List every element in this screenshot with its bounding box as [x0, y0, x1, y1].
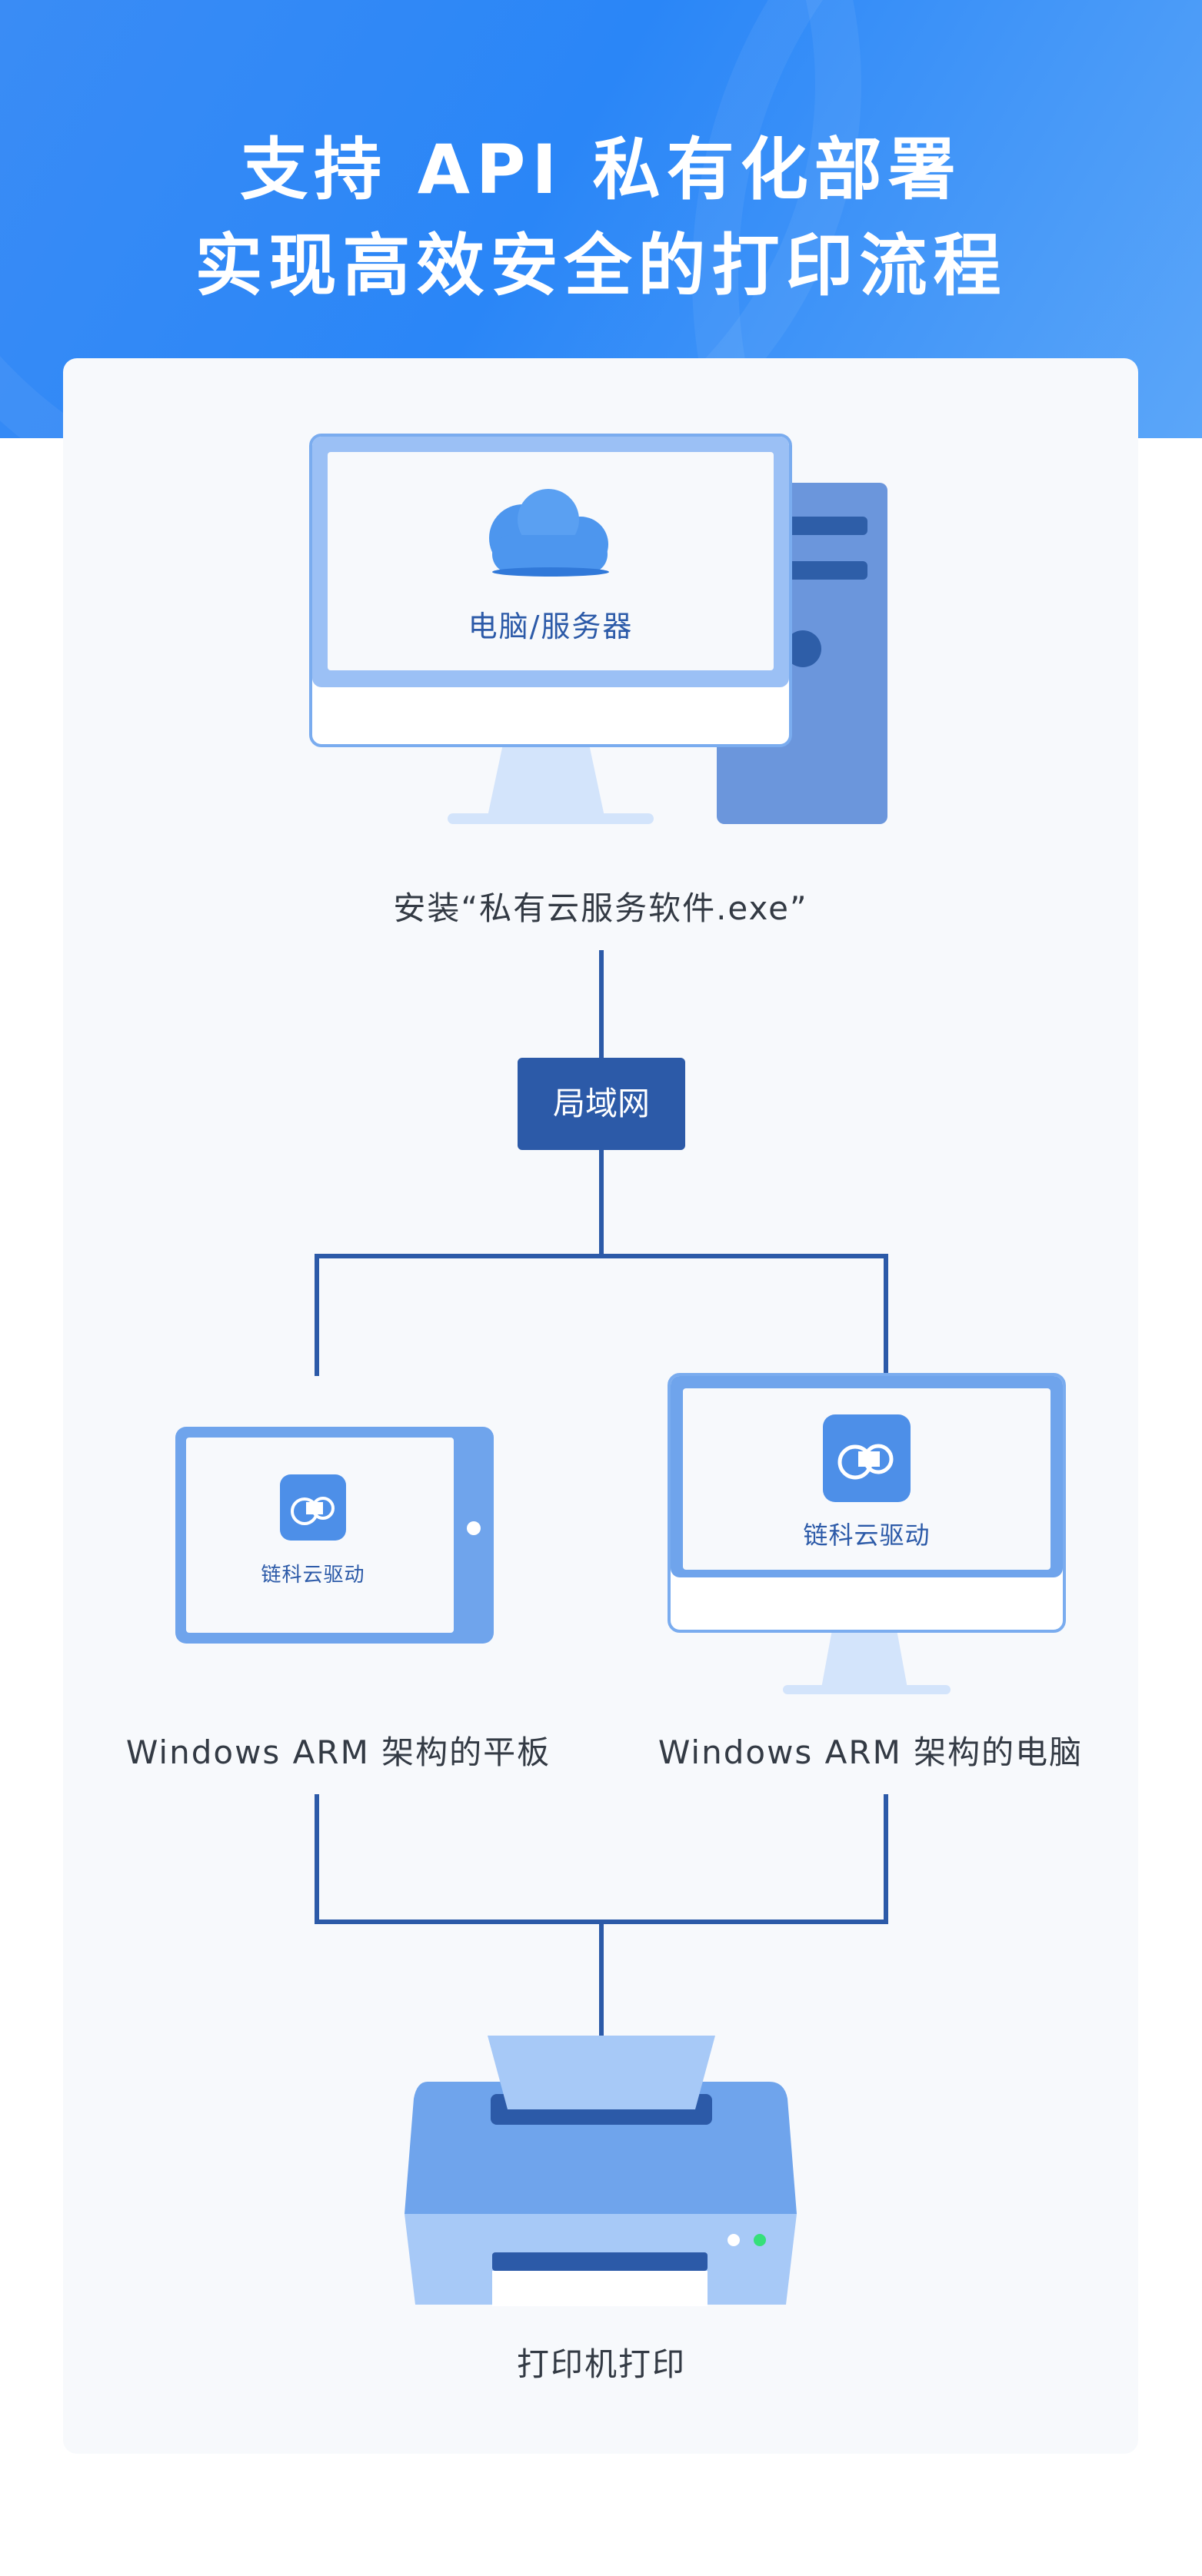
desktop-app-label: 链科云驱动	[803, 1521, 931, 1550]
tablet-caption: Windows ARM 架构的平板	[125, 1733, 551, 1771]
page-title-line-1: 支持 API 私有化部署	[240, 130, 962, 209]
tablet-icon	[175, 1427, 494, 1644]
network-lines	[315, 950, 888, 2036]
server-caption: 安装“私有云服务软件.exe”	[393, 889, 808, 927]
server-screen-label: 电脑/服务器	[468, 610, 634, 643]
header-banner: 支持 API 私有化部署 实现高效安全的打印流程	[0, 0, 1202, 438]
cloud-icon	[489, 489, 609, 577]
page-title-line-2: 实现高效安全的打印流程	[195, 226, 1007, 305]
desktop-monitor-icon	[668, 1373, 1066, 1694]
printer-icon	[405, 2036, 797, 2306]
tablet-app-label: 链科云驱动	[261, 1564, 365, 1587]
printer-caption: 打印机打印	[516, 2345, 686, 2383]
desktop-caption: Windows ARM 架构的电脑	[658, 1733, 1084, 1771]
lan-badge: 局域网	[518, 1058, 685, 1150]
